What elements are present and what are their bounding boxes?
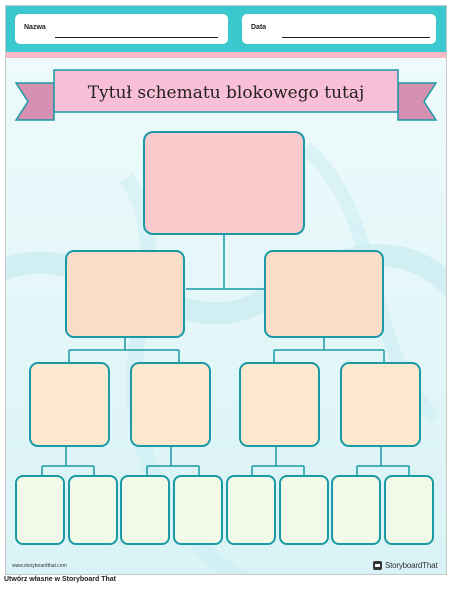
date-field[interactable]: Data (242, 14, 436, 44)
caption[interactable]: Utwórz własne w Storyboard That (4, 576, 117, 583)
connector (251, 446, 305, 476)
pink-strip (6, 52, 446, 58)
level-3-box[interactable] (130, 362, 211, 447)
connector (186, 234, 265, 290)
date-line (282, 37, 430, 38)
worksheet: Nazwa Data (5, 5, 447, 575)
connector (68, 337, 180, 363)
page-title: Tytuł schematu blokowego tutaj (88, 83, 365, 103)
footer-url[interactable]: www.storyboardthat.com (12, 563, 67, 569)
level-4-box[interactable] (68, 475, 118, 545)
level-4-box[interactable] (331, 475, 381, 545)
name-label: Nazwa (24, 24, 46, 31)
flowchart-area: Tytuł schematu blokowego tutaj (6, 58, 446, 574)
connector (273, 337, 385, 363)
level-1-box[interactable] (143, 131, 305, 235)
connector (356, 446, 410, 476)
level-4-box[interactable] (279, 475, 329, 545)
level-4-box[interactable] (15, 475, 65, 545)
right-ribbon-tail (397, 82, 438, 121)
level-4-box[interactable] (120, 475, 170, 545)
date-label: Data (251, 24, 267, 31)
name-field[interactable]: Nazwa (15, 14, 228, 44)
name-line (55, 37, 218, 38)
level-3-box[interactable] (239, 362, 320, 447)
left-ribbon-tail (14, 82, 55, 121)
level-2-box[interactable] (65, 250, 185, 338)
brand-logo[interactable]: StoryboardThat (373, 559, 438, 571)
storyboard-that-logo-icon (373, 560, 382, 570)
connectors (41, 234, 410, 476)
level-4-box[interactable] (384, 475, 434, 545)
level-4-box[interactable] (226, 475, 276, 545)
level-4-box[interactable] (173, 475, 223, 545)
level-3-box[interactable] (340, 362, 421, 447)
flowchart-canvas: Tytuł schematu blokowego tutaj (6, 58, 446, 574)
header-band: Nazwa Data (6, 6, 446, 52)
level-2-box[interactable] (264, 250, 384, 338)
banner-body (53, 69, 399, 113)
title-banner: Tytuł schematu blokowego tutaj (14, 69, 438, 121)
level-3-box[interactable] (29, 362, 110, 447)
connector (41, 446, 95, 476)
connector (146, 446, 200, 476)
brand-text: StoryboardThat (385, 560, 438, 570)
